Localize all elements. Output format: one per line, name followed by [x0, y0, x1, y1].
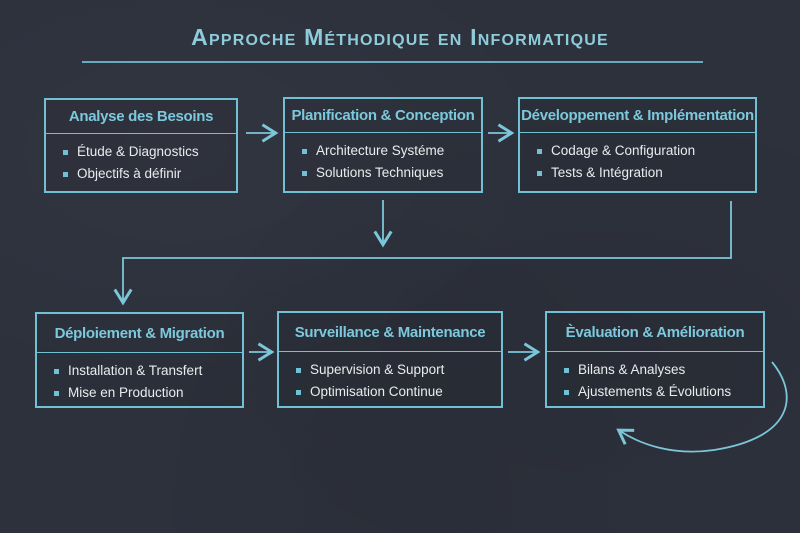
stage-title: Planification & Conception [291, 107, 475, 124]
stage-item: Mise en Production [54, 382, 234, 404]
stage-item-label: Bilans & Analyses [578, 362, 686, 377]
stage-item: Ajustements & Évolutions [564, 381, 755, 403]
stage-title: Surveillance & Maintenance [294, 323, 486, 341]
stage-item: Installation & Transfert [54, 360, 234, 382]
stage-box-planification-conception: Planification & Conception Architecture … [283, 97, 483, 193]
bullet-square-icon [564, 367, 569, 373]
stage-item-label: Codage & Configuration [551, 143, 696, 158]
stage-box-deploiement-migration: Déploiement & Migration Installation & T… [35, 312, 244, 408]
bullet-square-icon [302, 148, 307, 154]
stage-header: Analyse des Besoins [46, 100, 236, 134]
stage-item-label: Supervision & Support [310, 362, 445, 377]
stage-item-label: Tests & Intégration [551, 165, 663, 180]
stage-box-analyse-des-besoins: Analyse des Besoins Étude & Diagnostics … [44, 98, 238, 193]
stage-item: Codage & Configuration [537, 140, 747, 162]
bullet-square-icon [537, 170, 542, 176]
bullet-square-icon [63, 149, 68, 155]
bullet-square-icon [54, 390, 59, 396]
bullet-square-icon [564, 389, 569, 395]
stage-header: Èvaluation & Amélioration [547, 313, 763, 352]
stage-box-developpement-implementation: Développement & Implémentation Codage & … [518, 97, 757, 193]
stage-item-label: Solutions Techniques [316, 165, 444, 180]
stage-title: Développement & Implémentation [521, 107, 754, 124]
stage-item: Objectifs à définir [63, 163, 228, 185]
stage-header: Planification & Conception [285, 99, 481, 133]
stage-item: Tests & Intégration [537, 162, 747, 184]
bullet-square-icon [537, 148, 542, 154]
stage-item-label: Ajustements & Évolutions [578, 384, 732, 399]
page-title: Approche Méthodique en Informatique [191, 24, 609, 50]
stage-item-label: Mise en Production [68, 385, 184, 400]
stage-item-label: Installation & Transfert [68, 363, 203, 378]
title-underline [82, 61, 703, 63]
bullet-square-icon [63, 171, 68, 177]
bullet-square-icon [296, 389, 301, 395]
stage-title: Analyse des Besoins [68, 108, 214, 125]
stage-item-label: Objectifs à définir [77, 166, 182, 181]
stage-item-label: Architecture Systéme [316, 143, 445, 158]
stage-box-evaluation-amelioration: Èvaluation & Amélioration Bilans & Analy… [545, 311, 765, 408]
elbow-developpement-to-deploiement-icon [113, 201, 732, 306]
stage-item: Supervision & Support [296, 359, 493, 381]
stage-item-label: Optimisation Continue [310, 384, 443, 399]
stage-header: Déploiement & Migration [37, 314, 242, 353]
stage-title: Èvaluation & Amélioration [565, 323, 745, 341]
stage-item-label: Étude & Diagnostics [77, 144, 199, 159]
stage-title: Déploiement & Migration [54, 324, 225, 342]
stage-box-surveillance-maintenance: Surveillance & Maintenance Supervision &… [277, 311, 503, 408]
bullet-square-icon [302, 170, 307, 176]
bullet-square-icon [296, 367, 301, 373]
stage-item: Architecture Systéme [302, 140, 473, 162]
stage-item: Optimisation Continue [296, 381, 493, 403]
stage-header: Surveillance & Maintenance [279, 313, 501, 352]
bullet-square-icon [54, 368, 59, 374]
stage-item: Solutions Techniques [302, 162, 473, 184]
stage-header: Développement & Implémentation [520, 99, 755, 133]
stage-item: Bilans & Analyses [564, 359, 755, 381]
stage-item: Étude & Diagnostics [63, 141, 228, 163]
